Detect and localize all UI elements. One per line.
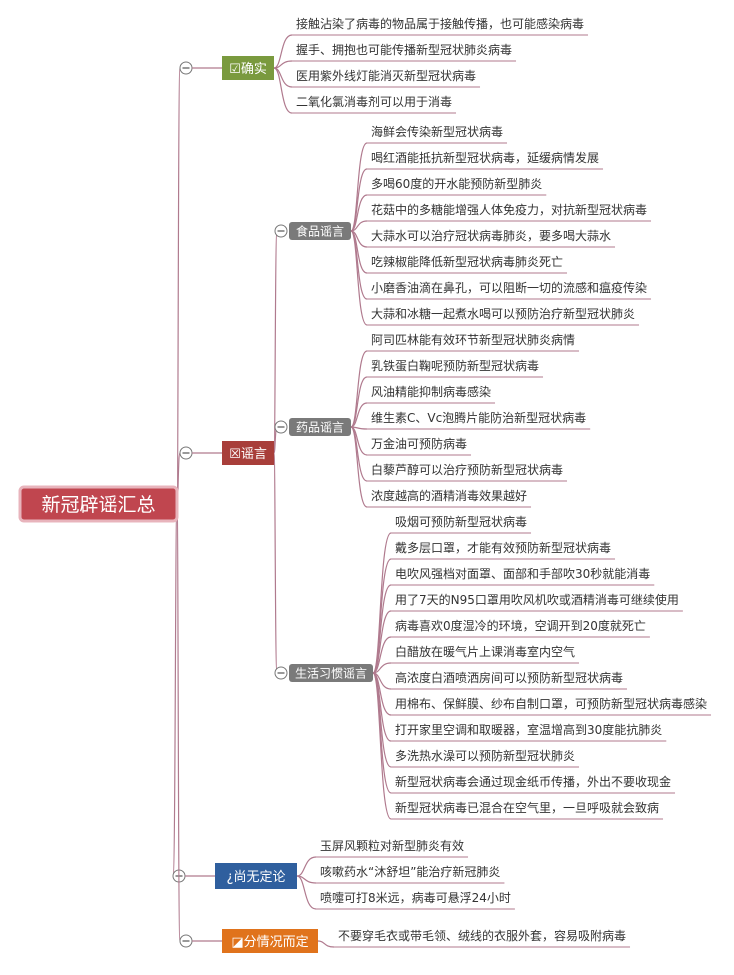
leaf-topic[interactable]: 用了7天的N95口罩用吹风机吹或酒精消毒可继续使用: [395, 592, 679, 607]
connector-line: [350, 426, 368, 508]
connector-line: [273, 452, 278, 674]
connector-line: [273, 230, 278, 454]
connector-line: [350, 350, 368, 428]
connector-line: [372, 672, 392, 820]
collapse-toggle-icon[interactable]: [274, 420, 288, 434]
connector-line: [176, 503, 181, 942]
branch-label: ☒谣言: [229, 447, 267, 462]
subgroup-topic-1[interactable]: 药品谣言: [289, 418, 351, 436]
root-label: 新冠辟谣汇总: [41, 494, 155, 516]
leaf-topic[interactable]: 新型冠状病毒会通过现金纸币传播，外出不要收现金: [395, 774, 671, 789]
collapse-toggle-icon[interactable]: [179, 446, 193, 460]
connector-line: [350, 220, 368, 232]
branch-topic-1[interactable]: ☒谣言: [222, 441, 274, 465]
root-topic[interactable]: 新冠辟谣汇总: [18, 485, 179, 523]
leaf-topic[interactable]: 浓度越高的酒精消毒效果越好: [371, 488, 527, 503]
leaf-topic[interactable]: 大蒜水可以治疗冠状病毒肺炎，要多喝大蒜水: [371, 228, 611, 243]
connector-line: [372, 636, 392, 674]
connector-line: [172, 503, 178, 877]
leaf-topic[interactable]: 吃辣椒能降低新型冠状病毒肺炎死亡: [371, 254, 563, 269]
leaf-topic[interactable]: 病毒喜欢0度湿冷的环境，空调开到20度就死亡: [395, 618, 646, 633]
leaf-topic[interactable]: 咳嗽药水“沐舒坦”能治疗新冠肺炎: [320, 864, 500, 879]
leaf-topic[interactable]: 大蒜和冰糖一起煮水喝可以预防治疗新型冠状肺炎: [371, 306, 635, 321]
leaf-topic[interactable]: 高浓度白酒喷洒房间可以预防新型冠状病毒: [395, 670, 623, 685]
leaf-topic[interactable]: 戴多层口罩，才能有效预防新型冠状病毒: [395, 540, 611, 555]
leaf-topic[interactable]: 风油精能抑制病毒感染: [371, 384, 491, 399]
leaf-topic[interactable]: 海鲜会传染新型冠状病毒: [371, 124, 503, 139]
collapse-toggle-icon[interactable]: [274, 224, 288, 238]
leaf-topic[interactable]: 白醋放在暖气片上课消毒室内空气: [395, 644, 575, 659]
leaf-topic[interactable]: 白藜芦醇可以治疗预防新型冠状病毒: [371, 462, 563, 477]
collapse-toggle-icon[interactable]: [274, 666, 288, 680]
connector-line: [350, 376, 368, 428]
branch-label: ◪分情况而定: [231, 935, 308, 950]
subgroup-topic-0[interactable]: 食品谣言: [289, 222, 351, 240]
leaf-topic[interactable]: 二氧化氯消毒剂可以用于消毒: [296, 94, 452, 109]
leaf-topic[interactable]: 维生素C、Vc泡腾片能防治新型冠状病毒: [371, 410, 586, 425]
branch-topic-0[interactable]: ☑确实: [222, 56, 274, 80]
connector-line: [296, 856, 317, 877]
leaf-topic[interactable]: 多洗热水澡可以预防新型冠状肺炎: [395, 748, 575, 763]
leaf-topic[interactable]: 小磨香油滴在鼻孔，可以阻断一切的流感和瘟疫传染: [371, 280, 647, 295]
branch-topic-2[interactable]: ¿尚无定论: [215, 863, 297, 889]
leaf-topic[interactable]: 接触沾染了病毒的物品属于接触传播，也可能感染病毒: [296, 16, 584, 31]
branch-topic-3[interactable]: ◪分情况而定: [222, 929, 318, 953]
leaf-topic[interactable]: 不要穿毛衣或带毛领、绒线的衣服外套，容易吸附病毒: [338, 928, 626, 943]
branch-label: ¿尚无定论: [227, 870, 286, 885]
leaf-topic[interactable]: 乳铁蛋白鞠呢预防新型冠状病毒: [371, 358, 539, 373]
subgroup-label: 药品谣言: [296, 421, 344, 435]
leaf-topic[interactable]: 阿司匹林能有效环节新型冠状肺炎病情: [371, 332, 575, 347]
subgroup-label: 食品谣言: [296, 224, 344, 239]
leaf-topic[interactable]: 握手、拥抱也可能传播新型冠状肺炎病毒: [296, 42, 512, 57]
connector-line: [350, 402, 368, 428]
connector-line: [273, 34, 293, 69]
leaf-topic[interactable]: 喷嚏可打8米远，病毒可悬浮24小时: [320, 890, 511, 905]
branch-label: ☑确实: [229, 62, 267, 77]
leaf-topic[interactable]: 花菇中的多糖能增强人体免疫力，对抗新型冠状病毒: [371, 202, 647, 217]
leaf-topic[interactable]: 打开家里空调和取暖器，室温增高到30度能抗肺炎: [395, 722, 662, 737]
subgroup-topic-2[interactable]: 生活习惯谣言: [289, 664, 373, 682]
leaf-topic[interactable]: 喝红酒能抵抗新型冠状病毒，延缓病情发展: [371, 150, 599, 165]
leaf-topic[interactable]: 玉屏风颗粒对新型肺炎有效: [320, 838, 464, 853]
leaf-topic[interactable]: 用棉布、保鲜膜、纱布自制口罩，可预防新型冠状病毒感染: [395, 696, 707, 711]
leaf-topic[interactable]: 电吹风强档对面罩、面部和手部吹30秒就能消毒: [395, 566, 650, 581]
leaf-topic[interactable]: 新型冠状病毒已混合在空气里，一旦呼吸就会致病: [395, 800, 659, 815]
connector-line: [273, 67, 293, 114]
collapse-toggle-icon[interactable]: [179, 61, 193, 75]
connector-line: [317, 940, 335, 948]
connector-line: [296, 875, 317, 910]
leaf-topic[interactable]: 吸烟可预防新型冠状病毒: [395, 514, 527, 529]
leaf-topic[interactable]: 万金油可预防病毒: [371, 436, 467, 451]
subgroup-label: 生活习惯谣言: [295, 666, 367, 681]
leaf-topic[interactable]: 多喝60度的开水能预防新型肺炎: [371, 176, 542, 191]
collapse-toggle-icon[interactable]: [179, 934, 193, 948]
connector-line: [176, 67, 181, 505]
leaf-topic[interactable]: 医用紫外线灯能消灭新型冠状病毒: [296, 68, 476, 83]
connector-line: [350, 230, 368, 326]
connector-line: [350, 194, 368, 232]
